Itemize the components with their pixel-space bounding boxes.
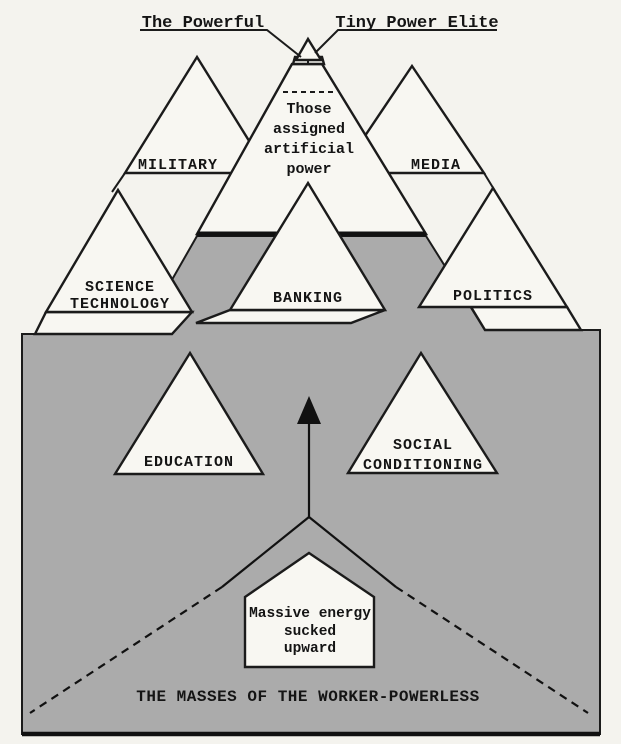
military-label: MILITARY bbox=[138, 157, 218, 174]
military-triangle bbox=[122, 54, 272, 175]
banking-skirt bbox=[195, 308, 386, 325]
powerful-label: The Powerful bbox=[142, 14, 264, 33]
media-triangle bbox=[337, 63, 487, 175]
media-label: MEDIA bbox=[411, 157, 461, 174]
elite-label: Tiny Power Elite bbox=[335, 14, 498, 33]
masses-right-dashed-line bbox=[395, 586, 589, 714]
masses-label: THE MASSES OF THE WORKER-POWERLESS bbox=[136, 688, 479, 706]
house-text-line3: upward bbox=[284, 641, 336, 657]
military-slope-extension bbox=[111, 172, 126, 193]
science-triangle bbox=[43, 187, 195, 314]
politics-triangle bbox=[416, 185, 570, 309]
energy-house-shape bbox=[243, 551, 376, 669]
politics-label: POLITICS bbox=[453, 288, 533, 305]
apex-text-line2: assigned bbox=[273, 121, 345, 138]
science-skirt bbox=[33, 310, 195, 336]
politics-skirt bbox=[468, 305, 584, 332]
apex-text-line4: power bbox=[286, 161, 331, 178]
apex-text-line1: Those bbox=[286, 101, 331, 118]
masses-right-solid-line bbox=[308, 516, 397, 588]
powerful-leader-line bbox=[140, 29, 302, 58]
education-triangle bbox=[112, 350, 266, 476]
elite-leader-line bbox=[314, 29, 497, 54]
social-triangle bbox=[345, 350, 500, 475]
house-text-line2: sucked bbox=[284, 624, 336, 640]
social-label-line2: CONDITIONING bbox=[363, 457, 483, 474]
science-label-line2: TECHNOLOGY bbox=[70, 296, 170, 313]
education-label: EDUCATION bbox=[144, 454, 234, 471]
banking-triangle bbox=[227, 180, 388, 312]
social-label-line1: SOCIAL bbox=[393, 437, 453, 454]
energy-arrow-head bbox=[297, 396, 321, 424]
banking-label: BANKING bbox=[273, 290, 343, 307]
house-text-line1: Massive energy bbox=[249, 606, 371, 622]
apex-text-line3: artificial bbox=[264, 141, 354, 158]
masses-left-solid-line bbox=[221, 516, 310, 588]
elite-arrow-head bbox=[293, 36, 324, 62]
masses-left-dashed-line bbox=[29, 586, 223, 714]
science-label-line1: SCIENCE bbox=[85, 279, 155, 296]
